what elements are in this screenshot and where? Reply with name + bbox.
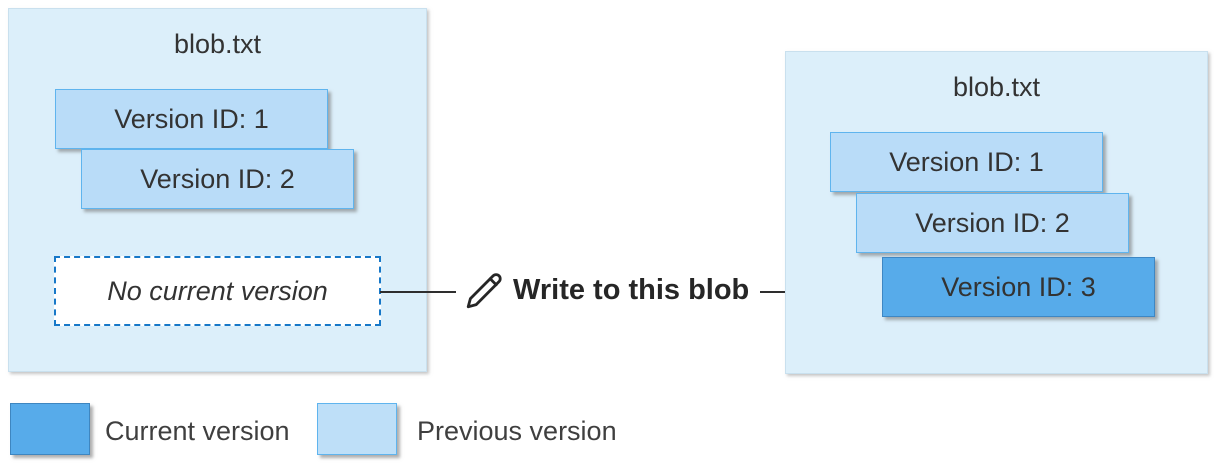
- legend-swatch-previous-version: [317, 403, 397, 455]
- connector-line-left: [380, 291, 456, 293]
- right-blob-card: blob.txt Version ID: 1 Version ID: 2 Ver…: [785, 51, 1208, 374]
- no-current-version-placeholder: No current version: [54, 256, 381, 326]
- left-version-1: Version ID: 1: [55, 89, 328, 149]
- left-blob-title: blob.txt: [173, 29, 262, 59]
- right-version-2: Version ID: 2: [856, 193, 1129, 253]
- legend-swatch-current-version: [10, 403, 90, 455]
- write-action-label: Write to this blob: [513, 274, 750, 306]
- right-blob-title: blob.txt: [952, 72, 1041, 102]
- right-version-3-current: Version ID: 3: [882, 257, 1155, 317]
- legend-label-previous-version: Previous version: [417, 416, 617, 446]
- right-version-1: Version ID: 1: [830, 132, 1103, 192]
- pencil-icon: [466, 273, 502, 309]
- left-version-2: Version ID: 2: [81, 149, 354, 209]
- left-blob-card: blob.txt Version ID: 1 Version ID: 2 No …: [8, 8, 427, 372]
- legend-label-current-version: Current version: [105, 416, 290, 446]
